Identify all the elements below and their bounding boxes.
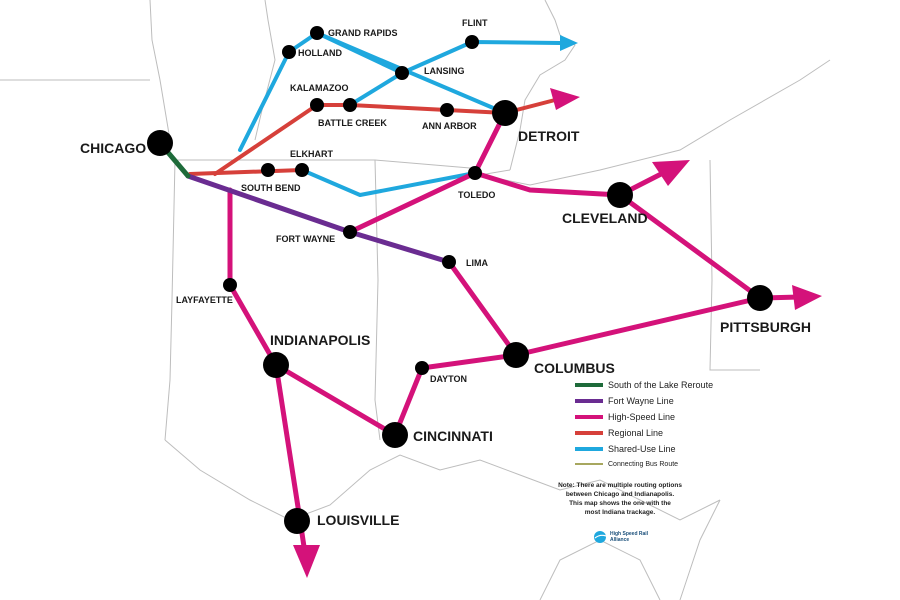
dot-kalamazoo (310, 98, 324, 112)
dot-layfayette (223, 278, 237, 292)
label-ann-arbor: ANN ARBOR (422, 121, 477, 131)
label-cleveland: CLEVELAND (562, 210, 648, 226)
legend-label: Fort Wayne Line (608, 396, 674, 406)
dot-grand-rapids (310, 26, 324, 40)
legend: South of the Lake Reroute Fort Wayne Lin… (575, 380, 713, 468)
note-line-4: most Indiana trackage. (585, 509, 656, 516)
ohio-pa-border (709, 159, 760, 371)
dot-toledo (468, 166, 482, 180)
legend-item-regional: Regional Line (575, 428, 663, 438)
legend-label: High-Speed Line (608, 412, 675, 422)
note-line-2: between Chicago and Indianapolis. (566, 491, 675, 498)
legend-label: Regional Line (608, 428, 663, 438)
routing-note: Note: There are multiple routing options… (558, 482, 682, 516)
indiana-west-border (164, 159, 176, 441)
arrow-flint-east-icon (560, 35, 578, 51)
arrow-louisville-south-icon (293, 545, 320, 578)
dot-lima (442, 255, 456, 269)
dot-cincinnati (382, 422, 408, 448)
label-grand-rapids: GRAND RAPIDS (328, 28, 398, 38)
legend-label: South of the Lake Reroute (608, 380, 713, 390)
legend-item-high-speed: High-Speed Line (575, 412, 675, 422)
dot-chicago (147, 130, 173, 156)
dot-south-bend (261, 163, 275, 177)
arrow-cleveland-northeast-icon (652, 160, 690, 186)
city-labels: CHICAGO HOLLAND GRAND RAPIDS FLINT LANSI… (80, 18, 811, 528)
label-holland: HOLLAND (298, 48, 342, 58)
dot-fort-wayne (343, 225, 357, 239)
state-borders (0, 0, 831, 600)
legend-item-shared-use: Shared-Use Line (575, 444, 676, 454)
hsra-logo: High Speed Rail Alliance (594, 531, 649, 543)
dot-pittsburgh (747, 285, 773, 311)
michigan-west-coast (254, 0, 276, 141)
label-lansing: LANSING (424, 66, 465, 76)
legend-label: Connecting Bus Route (608, 461, 678, 468)
shared-use-line (238, 31, 562, 197)
label-columbus: COLUMBUS (534, 360, 615, 376)
fort-wayne-line (185, 173, 452, 265)
legend-item-south-of-lake: South of the Lake Reroute (575, 380, 713, 390)
dot-columbus (503, 342, 529, 368)
dot-holland (282, 45, 296, 59)
note-line-3: This map shows the one with the (569, 500, 671, 507)
label-pittsburgh: PITTSBURGH (720, 319, 811, 335)
michigan-thumb-coast (509, 0, 576, 171)
legend-label: Shared-Use Line (608, 444, 676, 454)
logo-line-2: Alliance (610, 537, 629, 543)
label-south-bend: SOUTH BEND (241, 183, 301, 193)
label-louisville: LOUISVILLE (317, 512, 399, 528)
arrow-pittsburgh-east-icon (792, 285, 822, 310)
legend-item-connecting-bus: Connecting Bus Route (575, 461, 678, 468)
label-battle-creek: BATTLE CREEK (318, 118, 387, 128)
label-toledo: TOLEDO (458, 190, 495, 200)
indiana-ohio-border (374, 159, 381, 441)
label-lima: LIMA (466, 258, 488, 268)
label-cincinnati: CINCINNATI (413, 428, 493, 444)
dot-detroit (492, 100, 518, 126)
legend-item-fort-wayne: Fort Wayne Line (575, 396, 674, 406)
dot-flint (465, 35, 479, 49)
dot-cleveland (607, 182, 633, 208)
train-logo-swoosh-icon (594, 534, 607, 539)
dot-ann-arbor (440, 103, 454, 117)
dot-louisville (284, 508, 310, 534)
lake-michigan-shore (149, 0, 171, 141)
dot-battle-creek (343, 98, 357, 112)
kentucky-border (679, 499, 721, 600)
label-kalamazoo: KALAMAZOO (290, 83, 349, 93)
train-logo-icon (594, 531, 606, 543)
arrow-detroit-east-icon (550, 88, 580, 110)
label-dayton: DAYTON (430, 374, 467, 384)
ohio-river (164, 439, 721, 521)
label-flint: FLINT (462, 18, 488, 28)
note-line-1: Note: There are multiple routing options (558, 482, 682, 489)
arrowheads (293, 35, 822, 578)
route-lines (157, 31, 803, 563)
label-elkhart: ELKHART (290, 149, 333, 159)
label-indianapolis: INDIANAPOLIS (270, 332, 370, 348)
indiana-michigan-border (175, 159, 471, 169)
logo-line-1: High Speed Rail (610, 531, 649, 537)
dot-lansing (395, 66, 409, 80)
label-detroit: DETROIT (518, 128, 580, 144)
dot-dayton (415, 361, 429, 375)
label-chicago: CHICAGO (80, 140, 146, 156)
label-fort-wayne: FORT WAYNE (276, 234, 335, 244)
dot-elkhart (295, 163, 309, 177)
city-dots (147, 26, 773, 534)
southern-border (539, 539, 661, 600)
label-layfayette: LAYFAYETTE (176, 295, 233, 305)
dot-indianapolis (263, 352, 289, 378)
